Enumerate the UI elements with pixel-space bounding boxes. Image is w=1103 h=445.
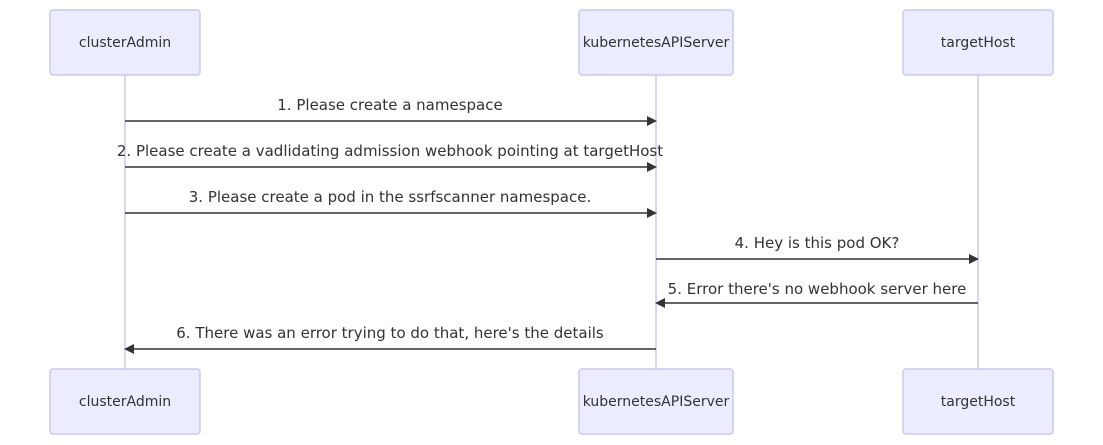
actor-top-targetHost[interactable]: targetHost <box>902 9 1054 76</box>
actor-top-kubernetesAPIServer[interactable]: kubernetesAPIServer <box>578 9 734 76</box>
message-3: 3. Please create a pod in the ssrfscanne… <box>125 188 657 218</box>
arrow-head-icon <box>647 116 657 126</box>
message-label: 5. Error there's no webhook server here <box>668 280 967 298</box>
message-label: 2. Please create a vadlidating admission… <box>117 142 663 160</box>
actor-bottom-clusterAdmin[interactable]: clusterAdmin <box>49 368 201 435</box>
actor-label: targetHost <box>941 35 1016 51</box>
message-label: 1. Please create a namespace <box>277 96 502 114</box>
actor-bottom-targetHost[interactable]: targetHost <box>902 368 1054 435</box>
actor-label: kubernetesAPIServer <box>583 35 730 51</box>
arrow-head-icon <box>124 344 134 354</box>
message-1: 1. Please create a namespace <box>125 96 657 126</box>
actor-label: targetHost <box>941 394 1016 410</box>
message-label: 6. There was an error trying to do that,… <box>176 324 604 342</box>
message-label: 4. Hey is this pod OK? <box>735 234 900 252</box>
message-5: 5. Error there's no webhook server here <box>655 280 978 308</box>
arrow-head-icon <box>647 162 657 172</box>
message-4: 4. Hey is this pod OK? <box>656 234 979 264</box>
actor-bottom-kubernetesAPIServer[interactable]: kubernetesAPIServer <box>578 368 734 435</box>
actor-top-clusterAdmin[interactable]: clusterAdmin <box>49 9 201 76</box>
actor-label: clusterAdmin <box>79 394 171 410</box>
message-2: 2. Please create a vadlidating admission… <box>117 142 663 172</box>
arrow-head-icon <box>647 208 657 218</box>
actor-label: clusterAdmin <box>79 35 171 51</box>
message-6: 6. There was an error trying to do that,… <box>124 324 656 354</box>
arrow-head-icon <box>969 254 979 264</box>
actor-label: kubernetesAPIServer <box>583 394 730 410</box>
arrow-head-icon <box>655 298 665 308</box>
message-label: 3. Please create a pod in the ssrfscanne… <box>189 188 592 206</box>
